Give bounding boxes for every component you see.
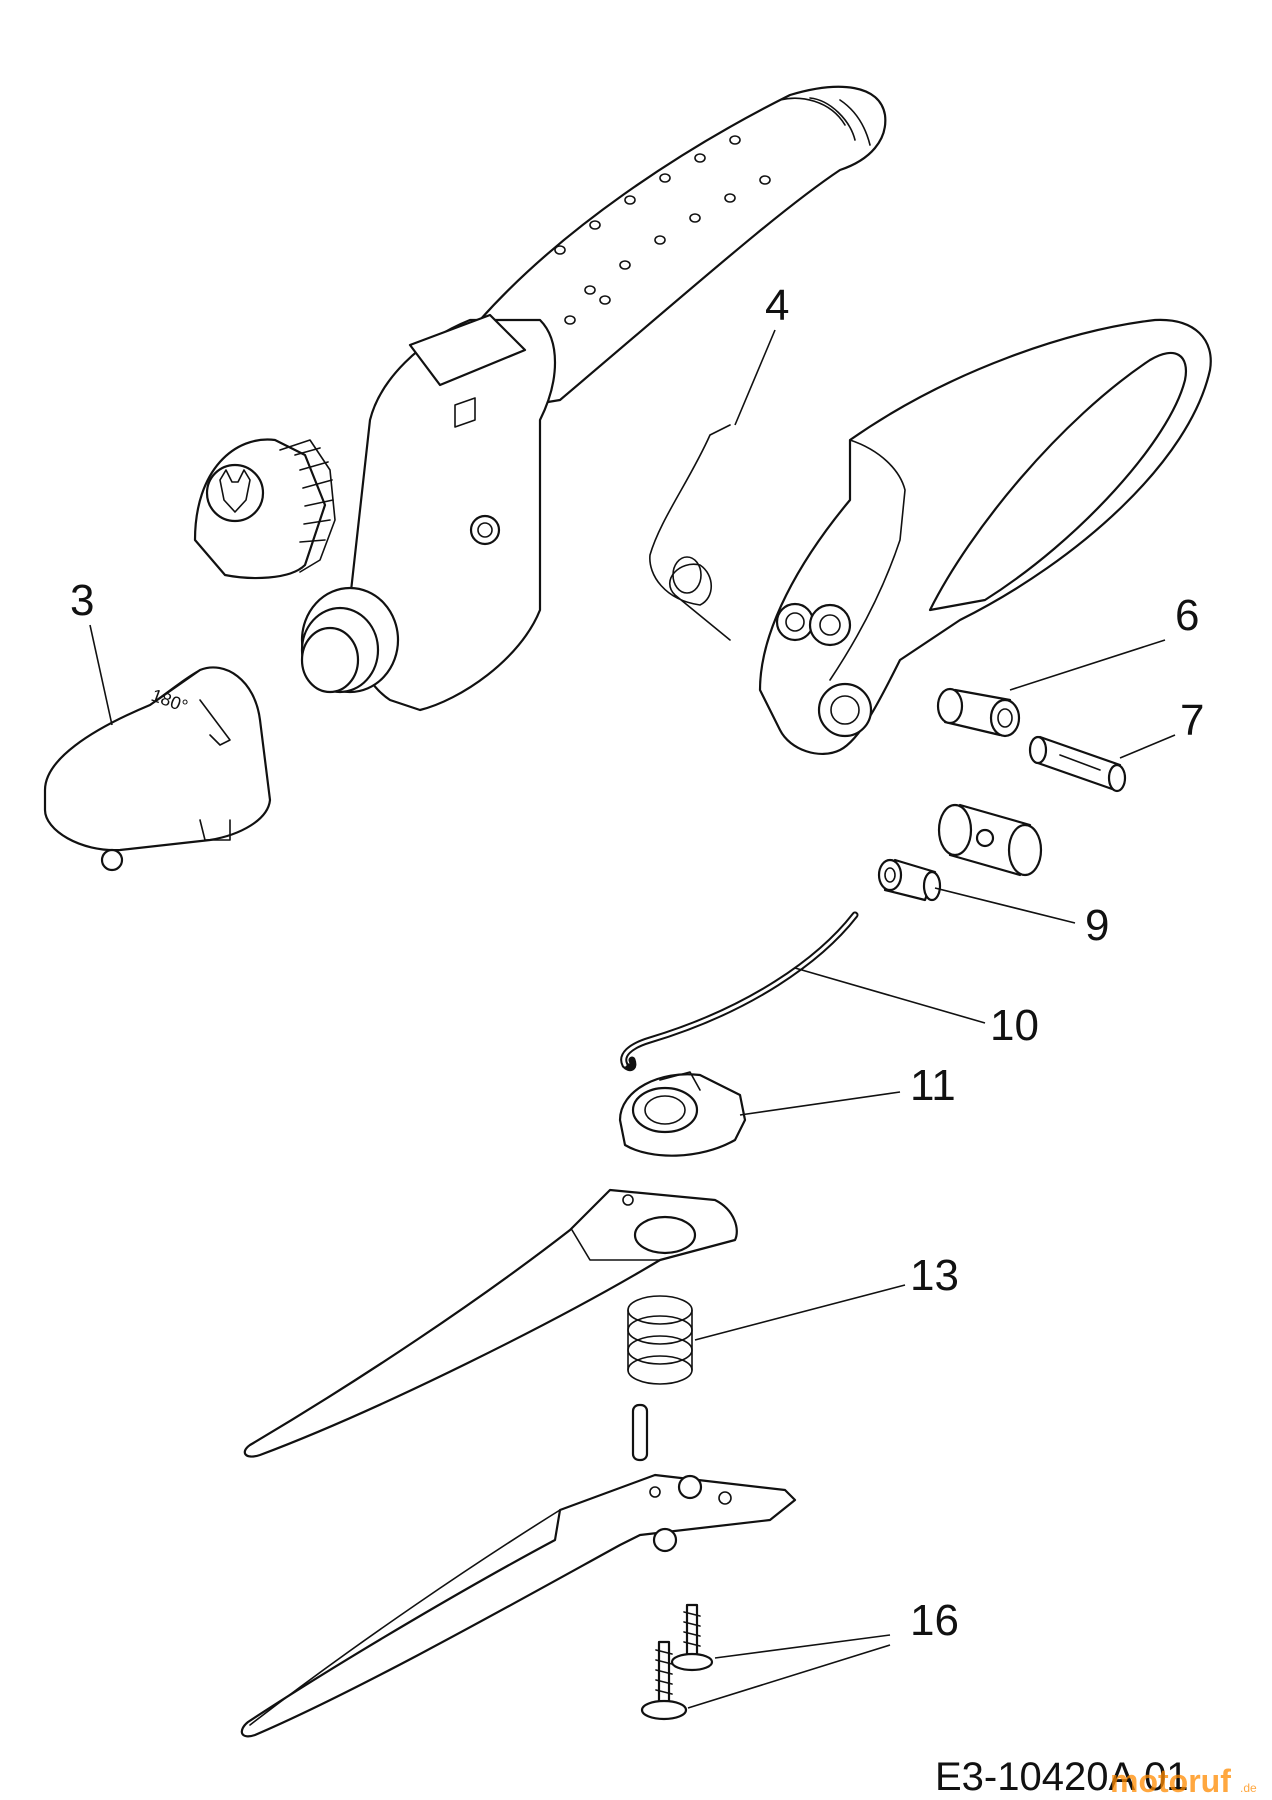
short-pin xyxy=(631,1403,649,1462)
callout-10: 10 xyxy=(990,1001,1039,1050)
callouts: 3 4 6 7 9 10 11 13 16 xyxy=(70,281,1204,1645)
grip-dots xyxy=(554,135,771,325)
callout-11: 11 xyxy=(910,1061,956,1110)
screw-part-16-upper xyxy=(670,1603,714,1672)
rod-part-10 xyxy=(620,911,859,1072)
upper-blade xyxy=(243,1188,738,1458)
sleeve-part-9 xyxy=(877,858,942,902)
callout-3: 3 xyxy=(70,576,94,625)
leader-lines xyxy=(89,329,1176,1709)
spring-part-13 xyxy=(627,1295,693,1385)
watermark-suffix: .de xyxy=(1240,1781,1257,1795)
adjusting-knob xyxy=(193,438,336,580)
callout-4: 4 xyxy=(765,281,789,330)
watermark: motoruf xyxy=(1110,1763,1231,1799)
pin-part-7 xyxy=(1028,735,1127,793)
cross-bushing xyxy=(937,803,1043,877)
lower-loop-handle xyxy=(758,318,1212,755)
callout-16: 16 xyxy=(910,1596,959,1645)
bushing-part-6 xyxy=(936,687,1021,738)
screw-part-16-lower xyxy=(640,1640,688,1721)
washer-plate-part-11 xyxy=(618,1071,747,1157)
lower-blade xyxy=(240,1473,797,1738)
upper-handle xyxy=(300,85,887,712)
fox-logo-icon xyxy=(205,463,265,523)
callout-6: 6 xyxy=(1175,591,1199,640)
callout-13: 13 xyxy=(910,1251,959,1300)
end-cover-part-3: 180° xyxy=(43,666,272,872)
callout-9: 9 xyxy=(1085,901,1109,950)
spring-wire-part-4 xyxy=(649,424,731,641)
drawing-code: E3-10420A 01 xyxy=(935,1755,1189,1799)
callout-7: 7 xyxy=(1180,696,1204,745)
